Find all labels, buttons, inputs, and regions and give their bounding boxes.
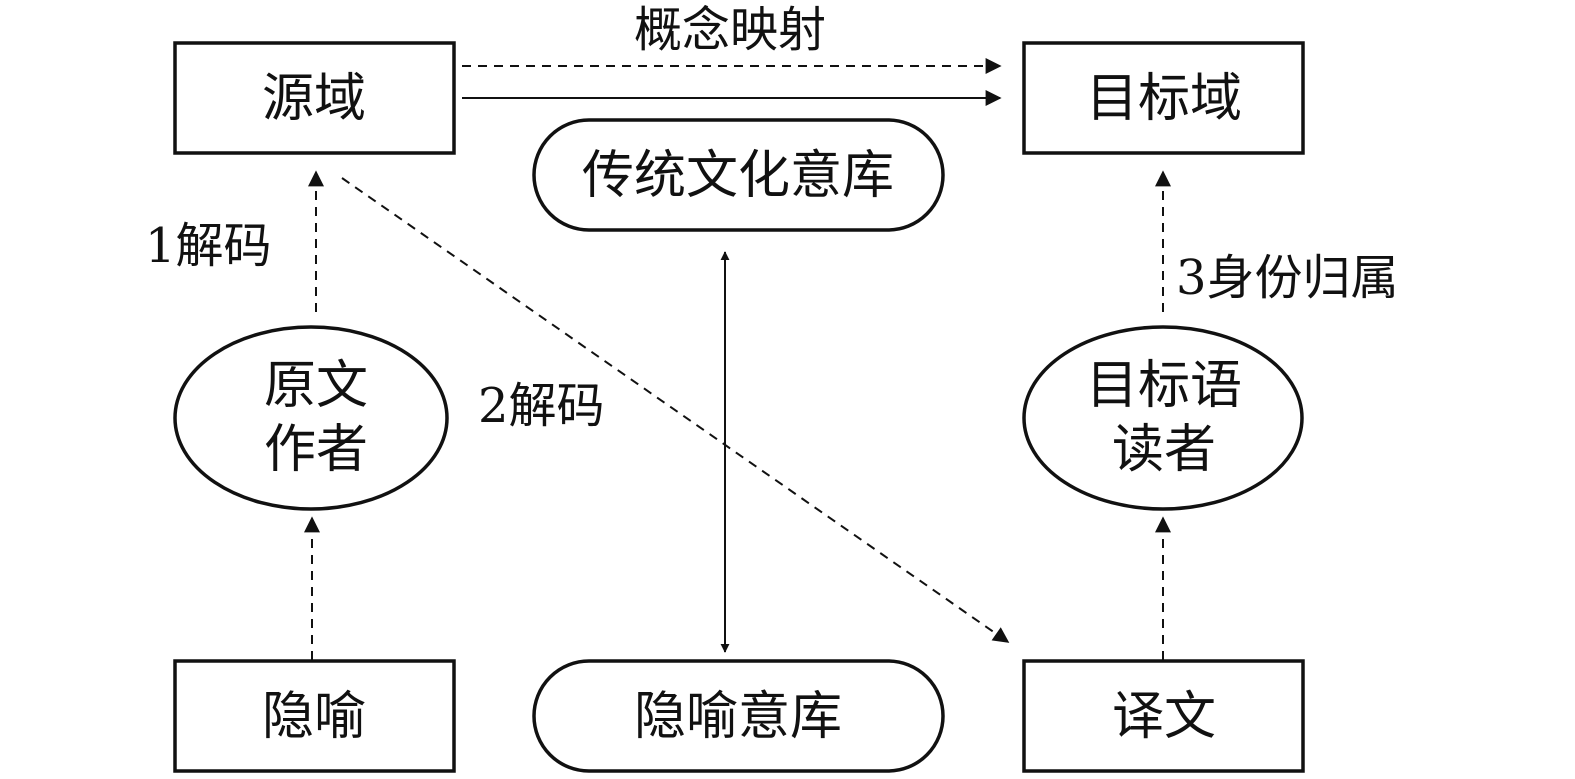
- source-domain-label: 源域: [262, 69, 366, 129]
- original-author-node: 原文 作者: [173, 325, 449, 511]
- metaphor-base-label: 隐喻意库: [634, 687, 842, 747]
- source-domain-node: 源域: [173, 41, 456, 155]
- source-to-translation-arrow: [341, 177, 1010, 643]
- target-reader-label-line1: 目标语: [1086, 356, 1242, 416]
- traditional-culture-base-node: 传统文化意库: [532, 118, 945, 232]
- target-reader-label-line2: 读者: [1112, 420, 1216, 480]
- traditional-culture-base-label: 传统文化意库: [582, 146, 894, 206]
- target-domain-label: 目标域: [1086, 69, 1242, 129]
- decode-2-label: 2解码: [478, 378, 605, 434]
- translation-label: 译文: [1112, 687, 1216, 747]
- original-author-label-line2: 作者: [264, 420, 368, 480]
- metaphor-node: 隐喻: [173, 659, 456, 773]
- target-domain-node: 目标域: [1022, 41, 1305, 155]
- original-author-label-line1: 原文: [264, 356, 368, 416]
- metaphor-label: 隐喻: [262, 687, 366, 747]
- metaphor-base-node: 隐喻意库: [532, 659, 945, 773]
- concept-mapping-label: 概念映射: [634, 2, 826, 58]
- target-reader-node: 目标语 读者: [1022, 325, 1304, 511]
- decode-1-label: 1解码: [145, 218, 272, 274]
- translation-node: 译文: [1022, 659, 1305, 773]
- identity-3-label: 3身份归属: [1176, 250, 1399, 306]
